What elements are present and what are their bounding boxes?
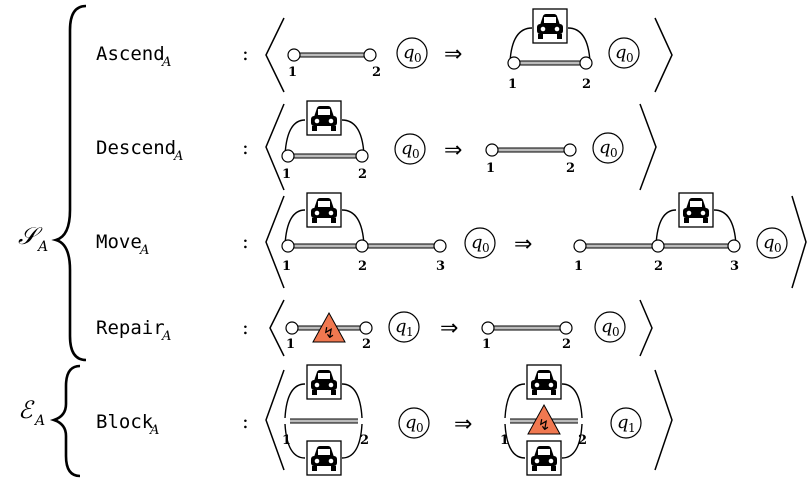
svg-text:0: 0 (414, 51, 422, 65)
car-icon (306, 192, 342, 228)
svg-text:0: 0 (626, 51, 634, 65)
svg-text:2: 2 (362, 337, 371, 352)
svg-text:2: 2 (582, 77, 591, 92)
svg-text:2: 2 (358, 167, 367, 182)
svg-text:2: 2 (360, 433, 369, 448)
svg-text:q: q (615, 42, 627, 63)
node (363, 48, 377, 62)
svg-text:Descend: Descend (96, 137, 176, 159)
svg-text:A: A (139, 243, 149, 258)
svg-text:1: 1 (500, 433, 509, 448)
svg-text:q: q (601, 316, 613, 337)
set-e-subscript: A (33, 413, 45, 429)
svg-text:1: 1 (628, 421, 636, 435)
svg-text:2: 2 (578, 433, 587, 448)
car-icon (678, 192, 714, 228)
svg-text:⇒: ⇒ (440, 316, 458, 341)
car-icon (526, 364, 562, 400)
rule-name: Ascend (96, 43, 165, 65)
svg-text:1: 1 (486, 161, 495, 176)
svg-text:q: q (471, 232, 483, 253)
car-icon (532, 8, 568, 44)
svg-text:3: 3 (730, 259, 739, 274)
svg-text:A: A (149, 423, 159, 438)
svg-text:Move: Move (96, 231, 142, 253)
rule-subscript: A (161, 55, 171, 70)
svg-text:1: 1 (508, 77, 517, 92)
svg-text:1: 1 (288, 65, 297, 80)
svg-text:⇒: ⇒ (454, 412, 472, 437)
svg-text:⇒: ⇒ (444, 42, 462, 67)
car-icon (306, 100, 342, 136)
svg-text:2: 2 (562, 337, 571, 352)
svg-text:1: 1 (282, 259, 291, 274)
svg-text:q: q (763, 232, 775, 253)
svg-text:1: 1 (282, 167, 291, 182)
svg-text::: : (242, 315, 249, 339)
svg-text::: : (242, 229, 249, 253)
svg-text:2: 2 (372, 65, 381, 80)
svg-text:1: 1 (282, 433, 291, 448)
svg-text:q: q (395, 316, 407, 337)
svg-text:0: 0 (482, 241, 490, 255)
svg-text:1: 1 (482, 337, 491, 352)
car-icon (526, 440, 562, 476)
set-e-symbol: ℰ (18, 396, 35, 424)
svg-text:1: 1 (574, 259, 583, 274)
brace-e (49, 364, 81, 478)
svg-text:0: 0 (412, 147, 420, 161)
svg-text:2: 2 (358, 259, 367, 274)
set-e-a: ℰ A (18, 364, 81, 478)
set-s-subscript: A (36, 239, 48, 255)
car-icon (306, 440, 342, 476)
svg-text::: : (242, 135, 249, 159)
svg-text:0: 0 (774, 241, 782, 255)
svg-text::: : (242, 409, 249, 433)
svg-text:⇒: ⇒ (514, 232, 532, 257)
svg-text:A: A (161, 329, 171, 344)
svg-text:2: 2 (654, 259, 663, 274)
svg-text:q: q (405, 412, 417, 433)
svg-text:q: q (617, 412, 629, 433)
node (287, 48, 301, 62)
svg-text:q: q (401, 138, 413, 159)
svg-text:3: 3 (436, 259, 445, 274)
svg-text:q: q (403, 42, 415, 63)
svg-text:1: 1 (286, 337, 295, 352)
svg-text:2: 2 (566, 161, 575, 176)
svg-text:Repair: Repair (96, 317, 165, 339)
svg-text::: : (242, 41, 249, 65)
svg-text:0: 0 (416, 421, 424, 435)
svg-text:0: 0 (610, 146, 618, 160)
car-icon (306, 364, 342, 400)
svg-text:Block: Block (96, 411, 154, 433)
svg-text:1: 1 (406, 325, 414, 339)
state-q0 (396, 37, 428, 69)
svg-text:0: 0 (612, 325, 620, 339)
set-s-a: 𝒮 A (18, 4, 87, 362)
svg-text:A: A (173, 149, 183, 164)
svg-text:q: q (599, 137, 611, 158)
svg-text:⇒: ⇒ (444, 138, 462, 163)
brace-s (51, 4, 87, 362)
